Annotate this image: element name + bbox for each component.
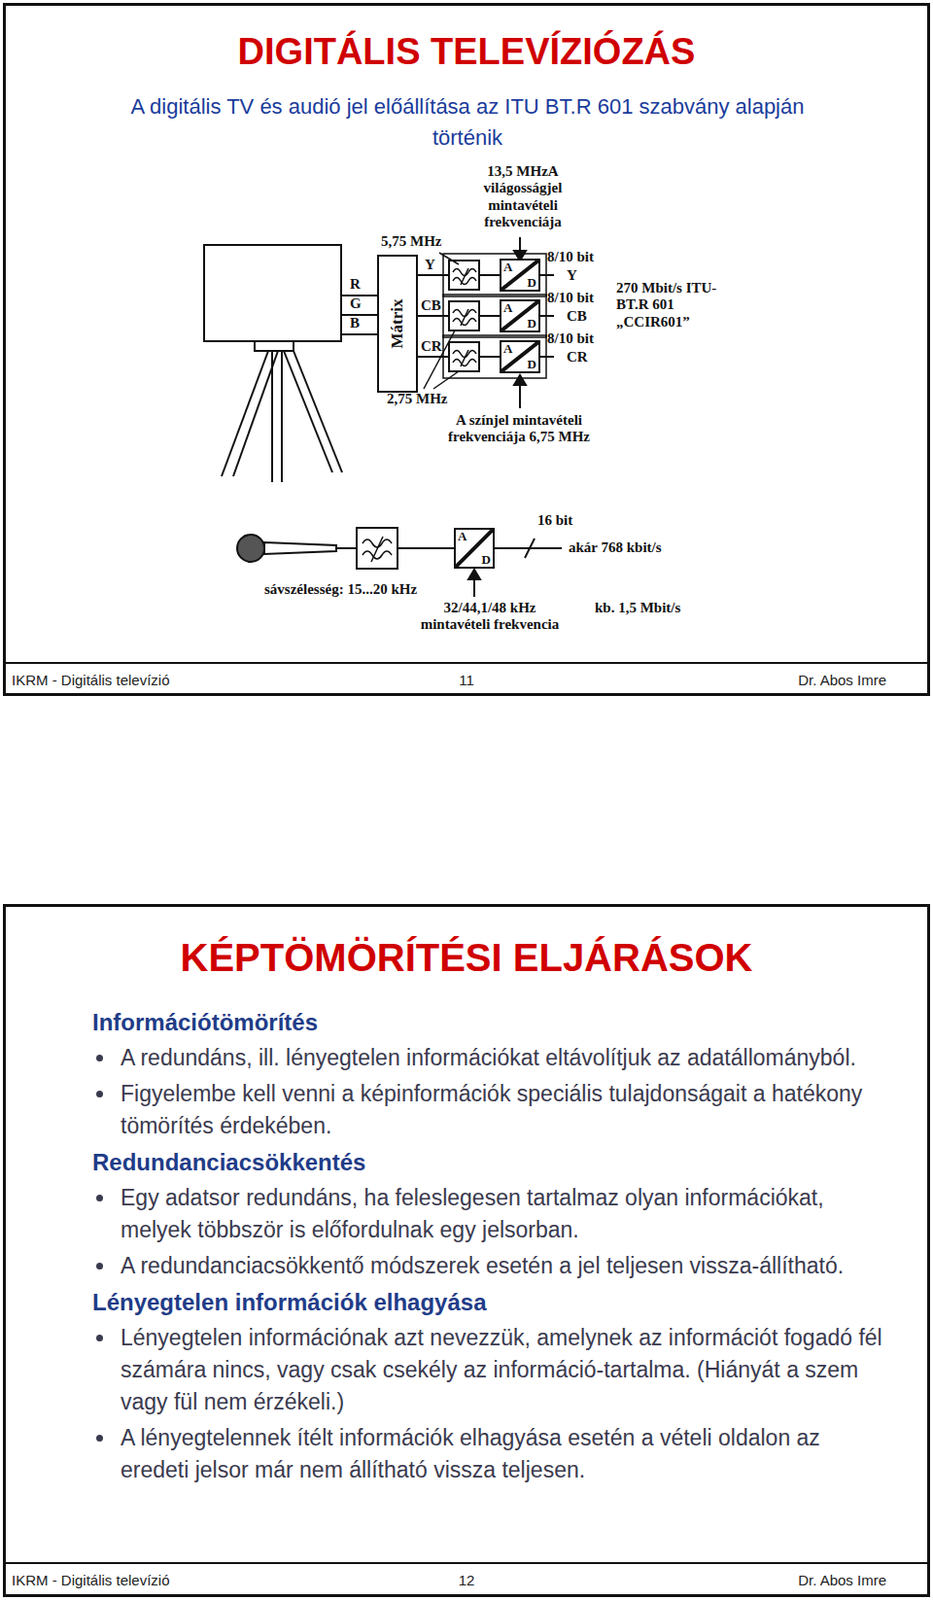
ad-converter: AD [499, 340, 541, 374]
diagram-label: CB [566, 308, 588, 325]
diagram-label: CB [420, 297, 442, 314]
diagram-label: G [349, 295, 362, 312]
footer-rule [2, 1561, 931, 1564]
bullet-text: Lényegtelen információnak azt nevezzük, … [120, 1321, 884, 1418]
bullet-text: A redundanciacsökkentő módszerek esetén … [120, 1249, 884, 1282]
bullet-text: A lényegtelennek ítélt információk elhag… [120, 1421, 884, 1486]
bullet-text: A redundáns, ill. lényegtelen információ… [120, 1041, 884, 1074]
lowpass-filter [356, 527, 398, 569]
diagram-label: sávszélesség: 15...20 kHz [264, 581, 417, 598]
lowpass-filter [449, 260, 480, 290]
ad-letter: A [457, 529, 467, 544]
diagram-label: Y [566, 267, 578, 284]
diagram-label: 5,75 MHz [380, 233, 442, 250]
slide-title: DIGITÁLIS TELEVÍZIÓZÁS [5, 31, 928, 73]
diagram-label: Y [424, 256, 436, 274]
bullet-dot [96, 1194, 104, 1202]
ad-letter: A [503, 260, 513, 275]
ad-letter: D [527, 357, 537, 372]
ad-letter: A [503, 342, 513, 356]
camera [204, 244, 343, 483]
footer-text: 11 [458, 671, 475, 689]
matrix-box: Mátrix [377, 254, 418, 393]
bullet-text: Egy adatsor redundáns, ha feleslegesen t… [120, 1181, 884, 1246]
lowpass-filter [449, 342, 480, 372]
bullet-text: Figyelembe kell venni a képinformációk s… [120, 1077, 884, 1142]
bullet-dot [96, 1090, 104, 1098]
slide-frame: KÉPTÖMÖRÍTÉSI ELJÁRÁSOK Információtömörít… [2, 903, 931, 1597]
diagram-label: 8/10 bit [547, 248, 594, 266]
slide-body: KÉPTÖMÖRÍTÉSI ELJÁRÁSOK Információtömörít… [5, 906, 928, 1486]
slide-subtitle: A digitális TV és audió jel előállítása … [98, 91, 837, 154]
ad-converter: AD [499, 258, 541, 292]
diagram-label: CR [566, 348, 588, 366]
section-heading: Információtömörítés [92, 1005, 890, 1038]
diagram-label: 2,75 MHz [386, 390, 448, 408]
section-heading: Redundanciacsökkentés [92, 1145, 890, 1178]
microphone [237, 534, 337, 562]
diagram-label: 13,5 MHzA világosságjel mintavételi frek… [468, 163, 578, 231]
lowpass-filter [449, 301, 480, 331]
ad-diagonal-line [501, 260, 539, 290]
ad-letter: A [503, 301, 513, 315]
diagram-label: A színjel mintavételi frekvenciája 6,75 … [437, 412, 601, 447]
footer-text: Dr. Abos Imre [797, 671, 887, 689]
diagram-label: akár 768 kbit/s [568, 539, 662, 556]
footer-text: Dr. Abos Imre [797, 1571, 887, 1589]
ad-diagonal-line [455, 529, 493, 567]
diagram-label: 8/10 bit [547, 289, 594, 307]
ad-letter: D [527, 276, 537, 290]
ad-diagonal-line [501, 342, 539, 372]
footer-text: 12 [458, 1571, 476, 1589]
bullet-dot [96, 1262, 104, 1270]
diagram-label: 16 bit [537, 512, 573, 529]
footer-rule [2, 661, 931, 664]
diagram-label: 8/10 bit [547, 330, 594, 347]
ad-letter: D [482, 552, 491, 567]
diagram-label: 32/44,1/48 kHz mintavételi frekvencia [407, 599, 573, 634]
bullet-dot [96, 1434, 104, 1442]
matrix-label: Mátrix [387, 299, 408, 349]
diagram-label: 270 Mbit/s ITU-BT.R 601 „CCIR601” [616, 279, 738, 331]
diagram-label: CR [420, 338, 443, 355]
slide-frame: DIGITÁLIS TELEVÍZIÓZÁS A digitális TV és … [2, 2, 931, 696]
section-heading: Lényegtelen információk elhagyása [92, 1285, 890, 1318]
ad-converter: AD [453, 527, 495, 569]
diagram-label: B [349, 314, 360, 332]
ad-converter: AD [499, 299, 541, 333]
footer-text: IKRM - Digitális televízió [11, 671, 171, 689]
diagram-label: kb. 1,5 Mbit/s [594, 599, 681, 617]
bullet-dot [96, 1334, 104, 1342]
ad-letter: D [527, 316, 537, 331]
slide-title: KÉPTÖMÖRÍTÉSI ELJÁRÁSOK [5, 933, 928, 981]
bullet-dot [96, 1054, 104, 1062]
diagram-label: R [349, 276, 361, 293]
ad-diagonal-line [501, 301, 539, 331]
footer-text: IKRM - Digitális televízió [11, 1571, 171, 1589]
